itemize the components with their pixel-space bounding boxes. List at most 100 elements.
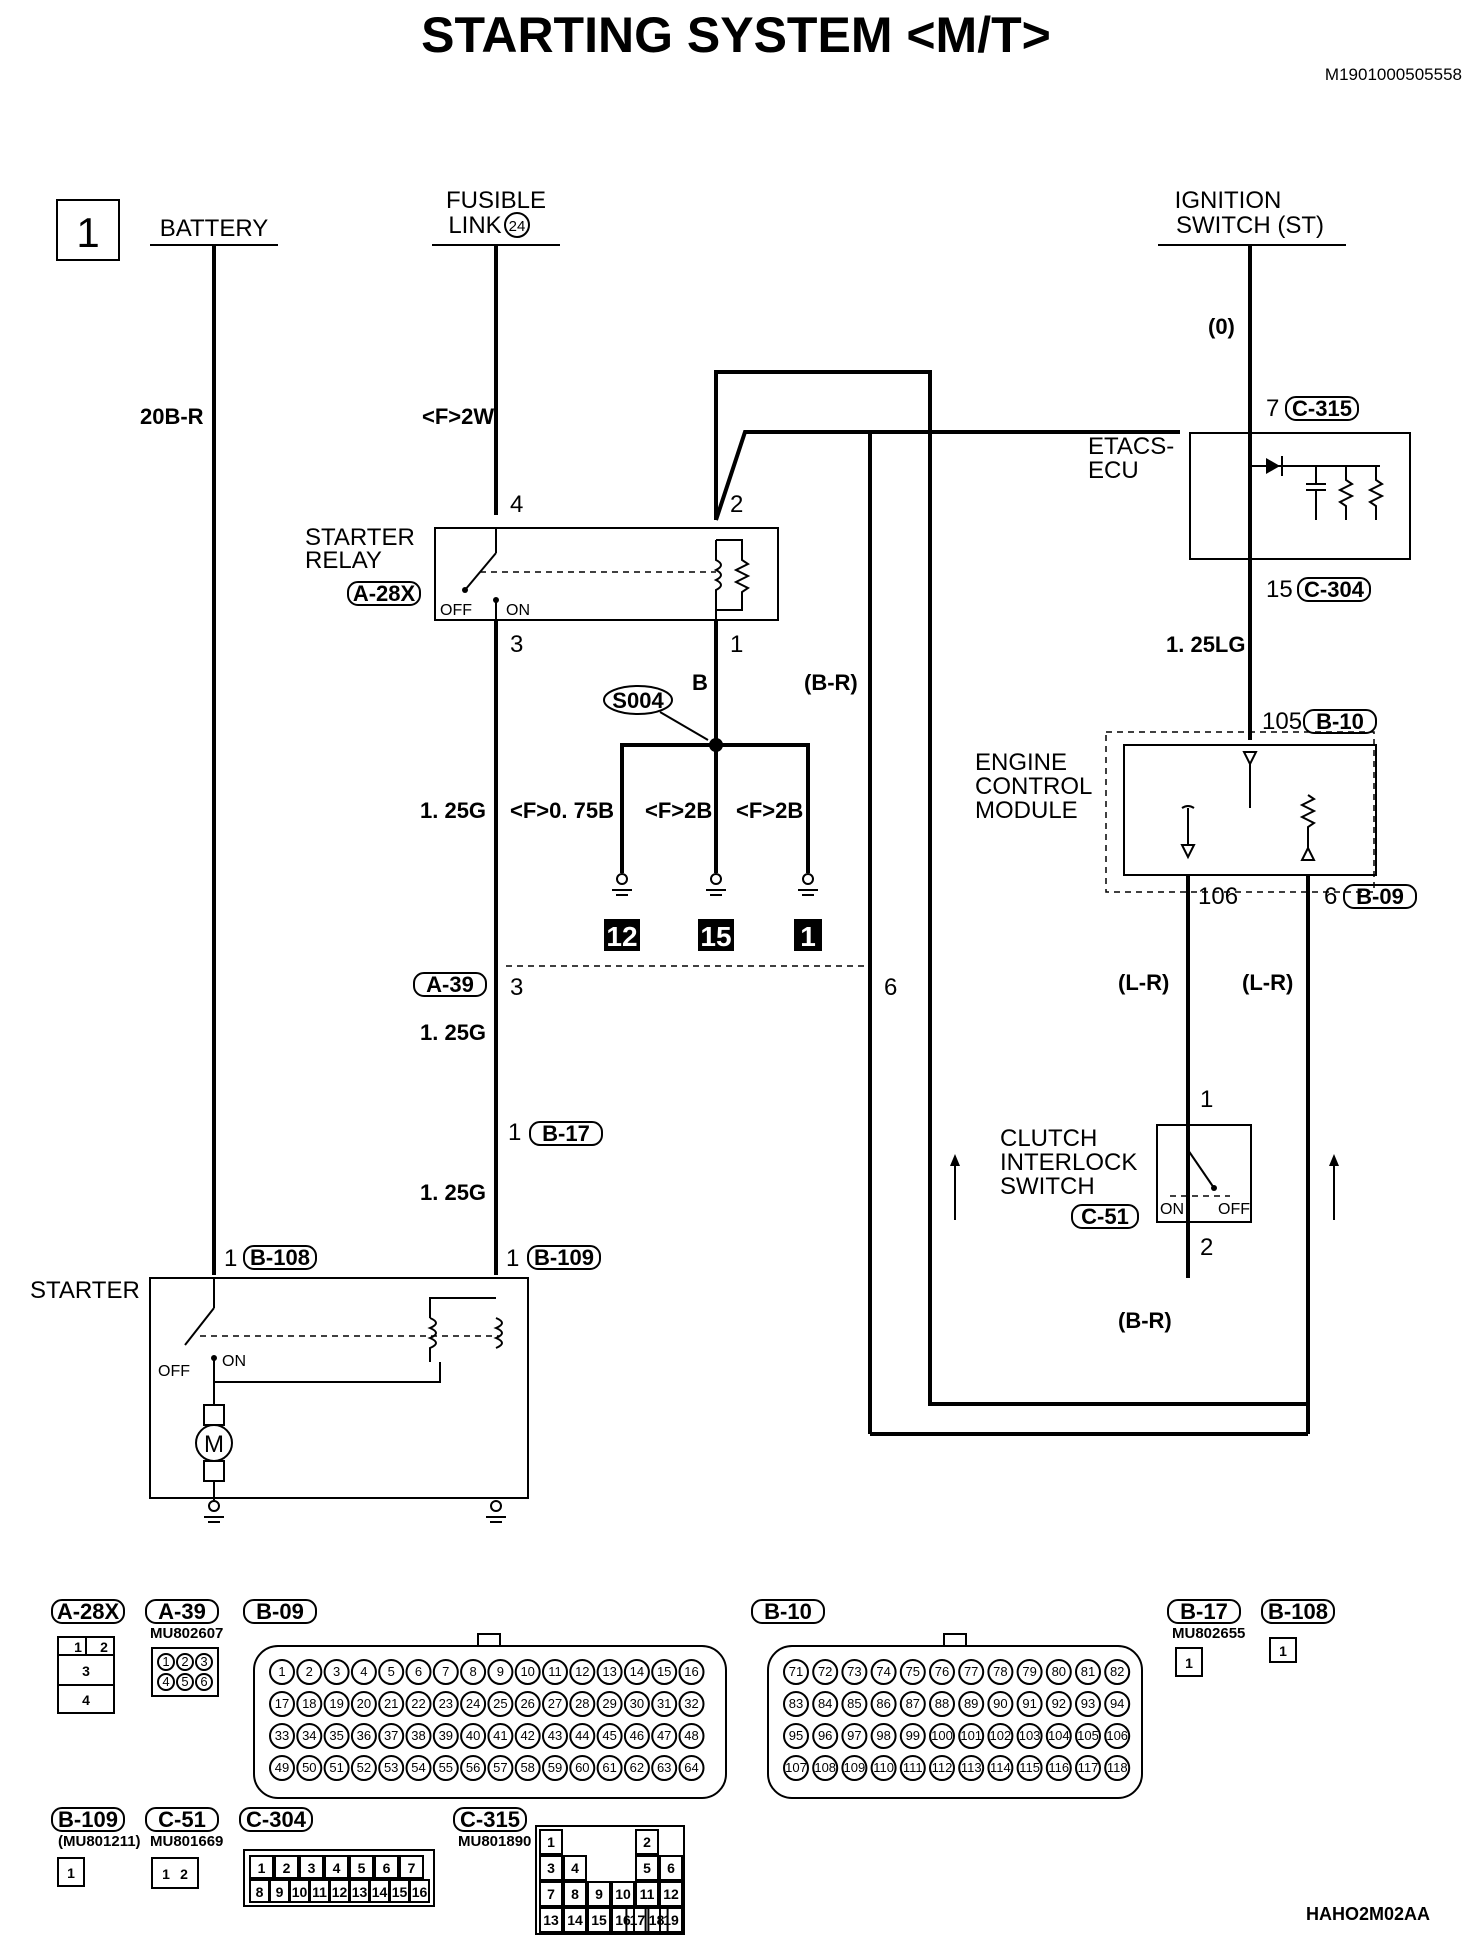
legend-b09-pin-5: 5 — [388, 1664, 395, 1679]
legend-b10-pin-118: 118 — [1107, 1760, 1128, 1775]
legend-b09-pin-18-circle — [296, 1691, 323, 1717]
legend-b10-pin-103-circle — [1016, 1723, 1043, 1749]
legend-b10-pin-103: 103 — [1019, 1728, 1041, 1743]
legend-b10-pin-91-circle — [1016, 1691, 1043, 1717]
ground3-wire-label: <F>2B — [736, 798, 803, 823]
footer-code: HAHO2M02AA — [1306, 1904, 1430, 1924]
legend-a39-pin-6: 6 — [200, 1674, 207, 1689]
legend-b09-pin-13-circle — [596, 1659, 623, 1685]
legend-b10-pin-107: 107 — [785, 1760, 807, 1775]
legend-b10-pin-74-circle — [870, 1659, 897, 1685]
legend-c315-shape — [535, 1825, 685, 1935]
legend-b09-pin-2-circle — [296, 1659, 323, 1685]
b17-b109-wire-label: 1. 25G — [420, 1180, 486, 1205]
legend-c304-cell-3 — [299, 1855, 324, 1879]
legend-b09-pin-39-circle — [432, 1723, 459, 1749]
c315-connector-badge — [1285, 396, 1359, 421]
legend-b09-pin-39: 39 — [439, 1728, 453, 1743]
legend-b09-pin-55: 55 — [439, 1760, 453, 1775]
legend-b10-pin-71-circle — [783, 1659, 809, 1685]
legend-b10-pin-78: 78 — [993, 1664, 1007, 1679]
fusible-link-label-2: LINK — [448, 212, 501, 239]
legend-c315-cell-9 — [587, 1881, 611, 1907]
legend-b09-pin-23: 23 — [439, 1696, 453, 1711]
relay-pin-4: 4 — [510, 491, 523, 518]
a39-b17-wire-label: 1. 25G — [420, 1020, 486, 1045]
legend-b10-pin-93: 93 — [1081, 1696, 1095, 1711]
legend-b10-pin-113-circle — [958, 1755, 985, 1781]
relay-resistor — [716, 539, 751, 611]
legend-b09-pin-4: 4 — [360, 1664, 367, 1679]
legend-b10-pin-116: 116 — [1048, 1760, 1069, 1775]
legend-c315-cell-17 — [625, 1907, 650, 1933]
legend-b10-pin-101-circle — [958, 1723, 985, 1749]
legend-a39-pin-3-circle — [195, 1653, 213, 1671]
legend-c315-cell-7 — [539, 1881, 563, 1907]
legend-b09-pin-27-circle — [542, 1691, 568, 1717]
legend-b10-pin-113: 113 — [961, 1760, 982, 1775]
legend-b10-pin-84-circle — [812, 1691, 839, 1717]
legend-b09-pin-41-circle — [487, 1723, 514, 1749]
legend-b09-pin-43-circle — [542, 1723, 568, 1749]
legend-b10-pin-106-circle — [1104, 1723, 1131, 1749]
starter-coil1-top — [429, 1297, 440, 1318]
c304-connector: C-304 — [1304, 577, 1365, 602]
legend-b10-pin-76: 76 — [935, 1664, 949, 1679]
motor-label: M — [204, 1431, 224, 1458]
legend-b09-pin-28-circle — [569, 1691, 596, 1717]
legend-b09-pin-42: 42 — [520, 1728, 534, 1743]
legend-b09-pin-22: 22 — [411, 1696, 425, 1711]
legend-c315-pin-11: 11 — [640, 1886, 655, 1902]
legend-b09-pin-22-circle — [405, 1691, 432, 1717]
legend-c315-cell-6 — [659, 1855, 683, 1881]
clutch-off-label: OFF — [1218, 1201, 1250, 1218]
ignition-label-2: SWITCH (ST) — [1176, 212, 1324, 239]
relay-pin-3: 3 — [510, 631, 523, 658]
legend-b09-pin-50-circle — [296, 1755, 323, 1781]
legend-a28x-pin-3: 3 — [82, 1663, 90, 1679]
diagram-title: STARTING SYSTEM <M/T> — [421, 7, 1051, 63]
b10-connector-badge — [1303, 709, 1377, 734]
legend-b09-pin-1-circle — [269, 1659, 295, 1685]
legend-b09-pin-35: 35 — [329, 1728, 343, 1743]
legend-c51-label: C-51 — [158, 1807, 206, 1832]
legend-b09-pin-24: 24 — [466, 1696, 480, 1711]
legend-b09-pin-31-circle — [651, 1691, 678, 1717]
starter-coil-1 — [427, 1317, 437, 1362]
ecm-label-3: MODULE — [975, 797, 1078, 824]
ecm-dashed-outline — [1105, 731, 1375, 893]
legend-b09-pin-58-circle — [514, 1755, 541, 1781]
legend-b10-pin-104: 104 — [1048, 1728, 1070, 1743]
document-id: M1901000505558 — [1325, 65, 1462, 84]
legend-b09-pin-48: 48 — [684, 1728, 698, 1743]
legend-c304-cell-4 — [324, 1855, 349, 1879]
legend-c315-pin-15: 15 — [591, 1912, 607, 1928]
legend-b09-pin-44: 44 — [575, 1728, 589, 1743]
legend-c304-pin-14: 14 — [372, 1884, 388, 1900]
a39-connector: A-39 — [426, 972, 474, 997]
legend-b108-shape — [1269, 1637, 1297, 1663]
legend-b10-pin-77-circle — [958, 1659, 985, 1685]
legend-c315-pin-6: 6 — [667, 1860, 675, 1876]
legend-b09-pin-64: 64 — [684, 1760, 698, 1775]
fusible-wire-label: <F>2W — [422, 404, 494, 429]
page-number: 1 — [76, 209, 99, 256]
legend-b10-pin-86: 86 — [876, 1696, 890, 1711]
legend-c315-pin-7: 7 — [547, 1886, 555, 1902]
legend-b10-pin-84: 84 — [818, 1696, 832, 1711]
legend-b10-pin-92-circle — [1045, 1691, 1072, 1717]
legend-b09-badge — [243, 1599, 317, 1624]
legend-b10-pin-75-circle — [899, 1659, 926, 1685]
legend-b09-pin-21: 21 — [384, 1696, 398, 1711]
legend-c315-pin-8: 8 — [571, 1886, 579, 1902]
clutch-pin-2: 2 — [1200, 1234, 1213, 1261]
starter-relay-label-1: STARTER — [305, 524, 415, 551]
legend-b09-pin-64-circle — [678, 1755, 705, 1781]
br-top-label: (B-R) — [804, 670, 858, 695]
relay-off-dot — [462, 587, 468, 593]
legend-c315-cell-14 — [563, 1907, 587, 1933]
legend-a39-badge — [145, 1599, 219, 1624]
legend-b10-pin-111: 111 — [903, 1760, 923, 1775]
ecm-pin-6: 6 — [1324, 883, 1337, 910]
